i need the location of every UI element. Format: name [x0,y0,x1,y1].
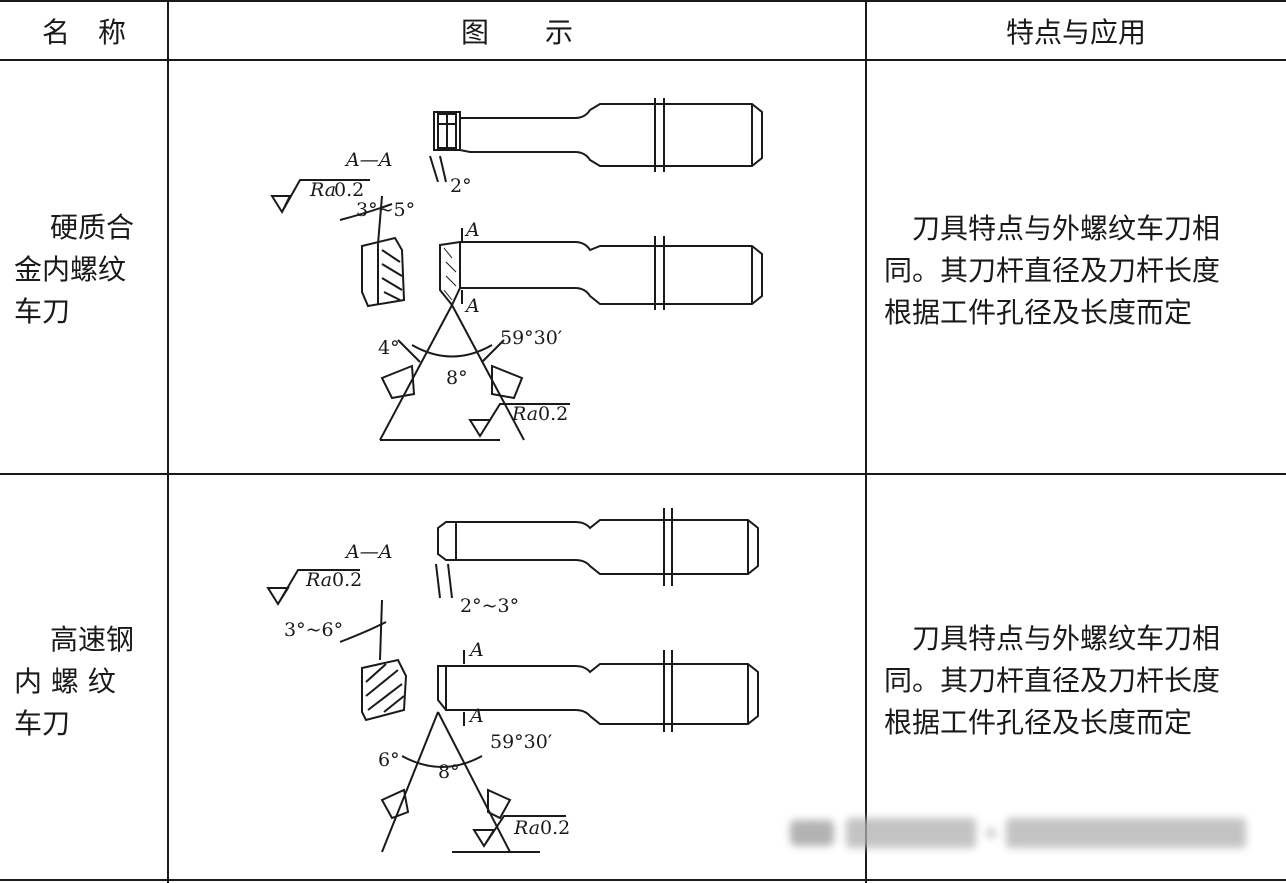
header-name: 名 称 [41,16,126,49]
row1-name-line2: 金内螺纹 [14,253,127,286]
row1-ra-prefix-2: Ra [511,403,538,425]
row2-profile-angle: 59°30′ [490,731,552,753]
row1-clearance-angle: 2° [450,175,472,197]
row1-tool-name: 硬质合 金内螺纹 车刀 [14,200,160,340]
header-figure: 图 示 [460,16,573,49]
header-features: 特点与应用 [1005,16,1146,49]
row2-ra-value-1: 0.2 [332,569,362,591]
row2-tool-drawing: A—A 2°~3° 3°~6° A A 6° 8° 59°30′ Ra 0.2 … [266,508,759,853]
row2-ra-prefix-2: Ra [513,817,540,839]
row1-mid-angle: 8° [446,367,468,389]
row1-name-line3: 车刀 [14,295,71,328]
row1-desc-line2: 同。其刀杆直径及刀杆长度 [884,254,1221,287]
row1-profile-angle: 59°30′ [500,327,562,349]
blurred-watermark [790,818,1246,848]
row1-side-angle: 3°~5° [356,199,415,221]
row1-features-text: 刀具特点与外螺纹车刀相 同。其刀杆直径及刀杆长度 根据工件孔径及长度而定 [884,206,1276,336]
row1-ra-prefix-1: Ra [309,179,336,201]
row2-section-label: A—A [344,541,392,563]
row1-tool-drawing: A—A 2° 3°~5° A A 4° 8° 59°30′ Ra 0.2 Ra … [270,98,763,441]
row2-name-line1: 高速钢 [50,623,135,656]
row2-desc-line3: 根据工件孔径及长度而定 [884,706,1193,739]
row2-clearance-angle: 2°~3° [460,595,519,617]
row1-ra-value-1: 0.2 [334,179,364,201]
row2-desc-line1: 刀具特点与外螺纹车刀相 [884,622,1221,655]
row2-name-line2: 内 螺 纹 [14,665,116,698]
row2-name-line3: 车刀 [14,707,71,740]
row2-ra-prefix-1: Ra [305,569,332,591]
row1-section-mark-top: A [464,219,480,241]
row2-mid-angle: 8° [438,761,460,783]
row1-desc-line1: 刀具特点与外螺纹车刀相 [884,212,1221,245]
row2-features-text: 刀具特点与外螺纹车刀相 同。其刀杆直径及刀杆长度 根据工件孔径及长度而定 [884,616,1276,746]
row2-side-angle: 3°~6° [284,619,343,641]
row1-section-label: A—A [344,149,392,171]
row1-ra-value-2: 0.2 [538,403,568,425]
row2-left-angle: 6° [378,749,400,771]
row2-desc-line2: 同。其刀杆直径及刀杆长度 [884,664,1221,697]
row1-desc-line3: 根据工件孔径及长度而定 [884,296,1193,329]
row2-section-mark-bottom: A [468,705,484,727]
row2-tool-name: 高速钢 内 螺 纹 车刀 [14,612,160,752]
row1-name-line1: 硬质合 [50,211,135,244]
row1-left-angle: 4° [378,337,400,359]
row2-section-mark-top: A [468,639,484,661]
row1-section-mark-bottom: A [464,295,480,317]
row2-ra-value-2: 0.2 [540,817,570,839]
